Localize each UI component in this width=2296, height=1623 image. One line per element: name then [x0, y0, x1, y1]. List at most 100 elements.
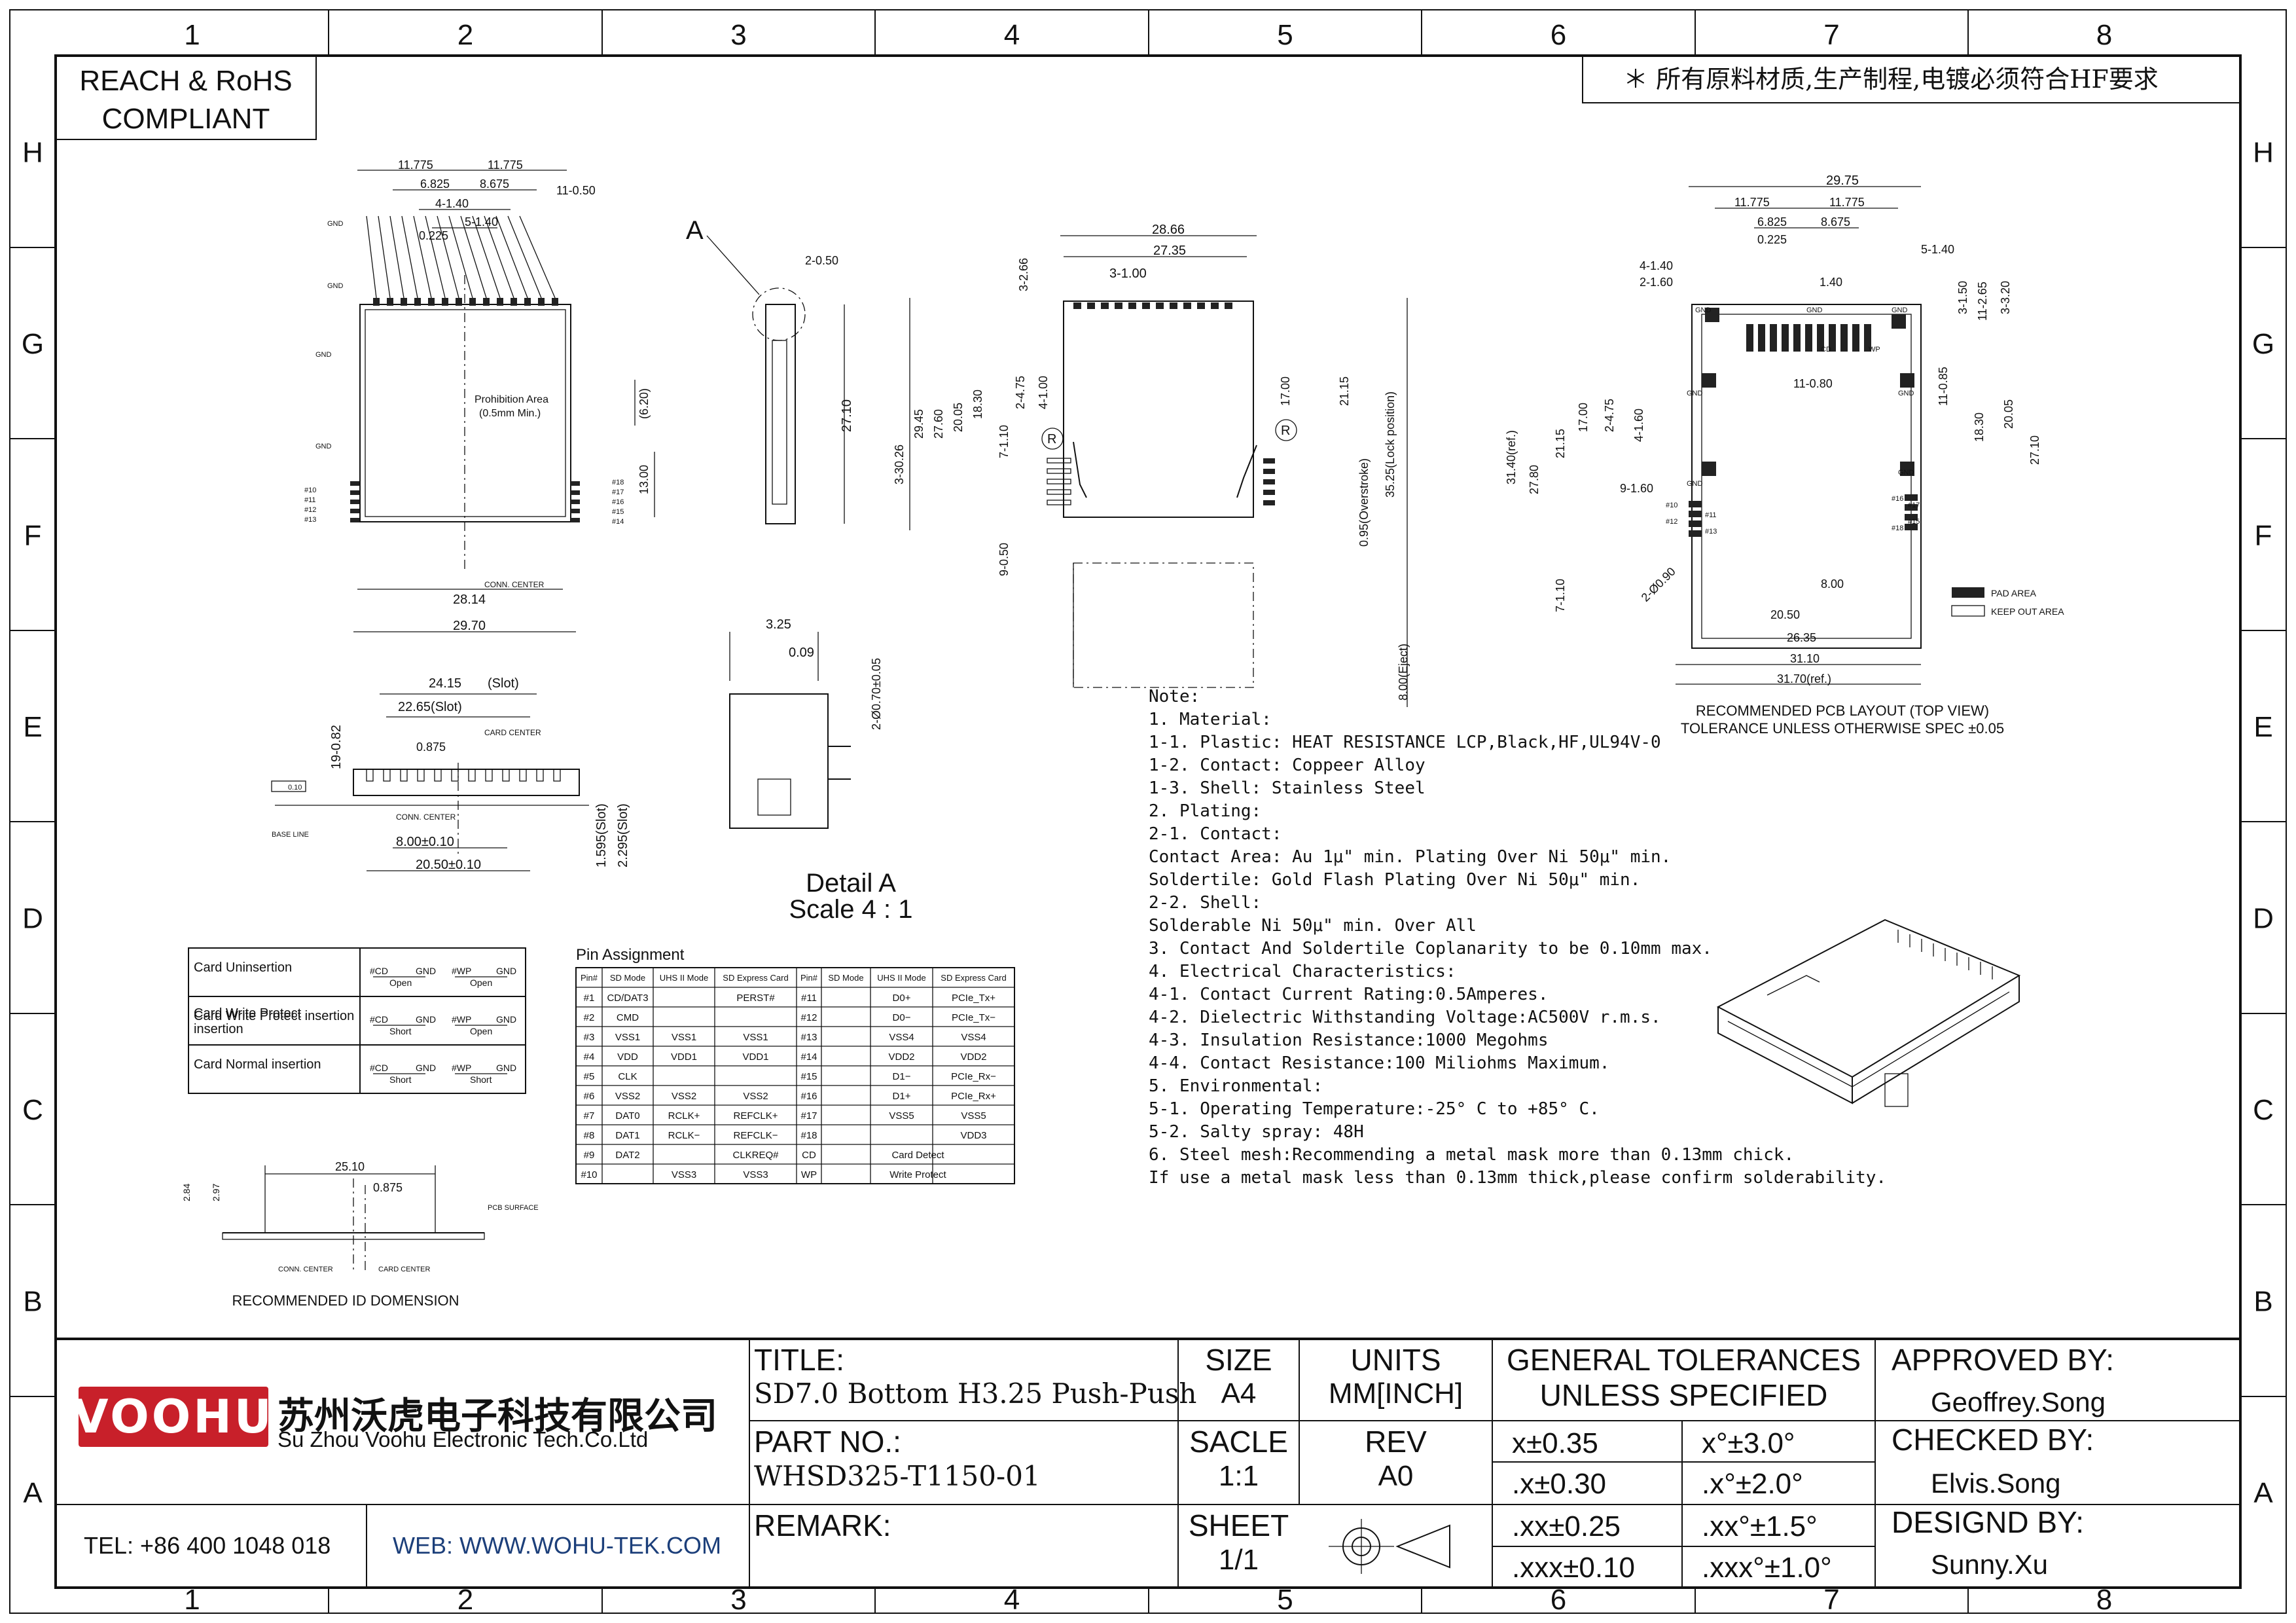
svg-text:7-1.10: 7-1.10	[997, 425, 1011, 458]
note-line-12: 4. Electrical Characteristics:	[1149, 962, 1456, 981]
svg-text:3-1.50: 3-1.50	[1956, 281, 1969, 314]
switch-wp-state-1: Open	[470, 1026, 492, 1036]
svg-text:11-2.65: 11-2.65	[1976, 282, 1989, 321]
title-block-grid	[56, 1338, 2240, 1588]
note-line-14: 4-2. Dielectric Withstanding Voltage:AC5…	[1149, 1008, 1661, 1027]
company-tel: TEL: +86 400 1048 018	[84, 1532, 331, 1559]
switch-row-label-1: Card Write Protect insertion	[194, 1009, 354, 1023]
svg-text:GND: GND	[1687, 390, 1703, 397]
svg-text:#18: #18	[612, 479, 624, 486]
pin-cell: VSS1	[615, 1032, 640, 1043]
hf-note: ＊ 所有原料材质,生产制程,电镀必须符合HF要求	[1623, 65, 2159, 94]
svg-text:19-0.82: 19-0.82	[329, 725, 344, 769]
svg-text:4-1.40: 4-1.40	[435, 197, 469, 210]
note-line-0: Note:	[1149, 687, 1200, 706]
svg-text:28.14: 28.14	[453, 593, 486, 607]
switch-cd-state-1: Short	[389, 1026, 412, 1036]
pin-cell: D1−	[893, 1071, 911, 1082]
pin-cell: VSS2	[615, 1091, 640, 1102]
zone-row-right-H: H	[2253, 137, 2274, 169]
svg-text:11.775: 11.775	[488, 158, 523, 172]
pin-cell: DAT2	[615, 1150, 639, 1161]
svg-text:29.75: 29.75	[1826, 173, 1859, 188]
zone-column-bottom-5: 5	[1277, 1584, 1293, 1616]
side-detail-view: A 2-0.50 27.10	[686, 216, 854, 524]
pin-cell: WP	[801, 1169, 817, 1180]
svg-text:24.15: 24.15	[429, 676, 461, 691]
svg-text:5-1.40: 5-1.40	[1921, 243, 1954, 256]
detail-a-view: 3.25 0.09 2-Ø0.70±0.05 Detail A Scale 4 …	[729, 617, 913, 924]
tolerance-linear-2: .xx±0.25	[1512, 1510, 1621, 1542]
svg-text:9-1.60: 9-1.60	[1620, 482, 1653, 495]
size-label: SIZE	[1205, 1343, 1272, 1377]
pin-cell: Card Detect	[891, 1150, 944, 1161]
remark-label: REMARK:	[754, 1508, 891, 1542]
svg-text:5-1.40: 5-1.40	[465, 215, 498, 228]
zone-row-right-B: B	[2253, 1286, 2272, 1318]
svg-text:BASE LINE: BASE LINE	[272, 831, 309, 839]
zone-column-top-8: 8	[2096, 19, 2112, 51]
pin-header-3: SD Express Card	[723, 973, 788, 983]
svg-text:#15: #15	[612, 508, 624, 516]
svg-text:11-0.50: 11-0.50	[556, 184, 596, 197]
pin-cell: #7	[584, 1110, 595, 1122]
note-line-6: 2-1. Contact:	[1149, 824, 1282, 844]
zone-column-top-7: 7	[1823, 19, 1839, 51]
svg-text:R: R	[1281, 424, 1290, 438]
svg-text:#14: #14	[612, 518, 624, 526]
svg-text:GND: GND	[1687, 480, 1703, 488]
zone-row-left-A: A	[23, 1477, 43, 1509]
pin-cell: VSS4	[889, 1032, 914, 1043]
svg-text:RECOMMENDED ID DOMENSION: RECOMMENDED ID DOMENSION	[232, 1292, 459, 1309]
note-line-21: If use a metal mask less than 0.13mm thi…	[1149, 1168, 1886, 1188]
part-number-value: WHSD325-T1150-01	[754, 1460, 1041, 1492]
svg-text:GND: GND	[1806, 306, 1823, 314]
recommended-id-view: 25.10 0.875 2.84 2.97 PCB SURFACE CONN. …	[181, 1160, 539, 1309]
prohibition-area-label: Prohibition Area	[475, 394, 548, 405]
pin-cell: #17	[800, 1110, 817, 1122]
svg-text:#11: #11	[304, 496, 316, 504]
zone-column-bottom-8: 8	[2096, 1584, 2112, 1616]
svg-text:31.10: 31.10	[1790, 652, 1820, 665]
svg-text:2-Ø0.90: 2-Ø0.90	[1639, 565, 1678, 604]
pin-header-4: Pin#	[800, 973, 818, 983]
svg-text:22.65(Slot): 22.65(Slot)	[398, 700, 462, 714]
svg-text:Pin Assignment: Pin Assignment	[576, 946, 685, 964]
top-view: 11.775 11.775 6.825 8.675 4-1.40 5-1.40 …	[304, 158, 655, 633]
svg-text:GND: GND	[1898, 390, 1914, 397]
pcb-layout-view: 29.75 11.775 11.775 6.825 8.675 0.225 4-…	[1505, 173, 2064, 737]
svg-text:#16: #16	[612, 498, 624, 506]
svg-text:GND: GND	[496, 1063, 516, 1073]
svg-text:#11: #11	[1705, 511, 1717, 519]
svg-text:1.595(Slot): 1.595(Slot)	[594, 803, 609, 867]
svg-text:#WP: #WP	[452, 1063, 471, 1073]
svg-text:20.05: 20.05	[2002, 399, 2015, 429]
pin-cell: #2	[584, 1012, 595, 1023]
svg-text:#16: #16	[1892, 495, 1903, 503]
svg-text:#18: #18	[1892, 524, 1903, 532]
note-line-16: 4-4. Contact Resistance:100 Miliohms Max…	[1149, 1053, 1609, 1073]
svg-text:7-1.10: 7-1.10	[1554, 579, 1567, 612]
pin-cell: #8	[584, 1130, 595, 1141]
zone-row-right-E: E	[2253, 711, 2272, 743]
pin-cell: VDD	[617, 1051, 638, 1063]
switch-row-label-1-line-0: Card Write Protect	[194, 1006, 302, 1021]
pin-header-2: UHS II Mode	[660, 973, 708, 983]
pin-cell: VDD1	[671, 1051, 697, 1063]
svg-text:#10: #10	[1666, 501, 1677, 509]
svg-text:0.09: 0.09	[789, 646, 814, 660]
pin-header-6: UHS II Mode	[877, 973, 925, 983]
zone-column-top-5: 5	[1277, 19, 1293, 51]
svg-text:(Slot): (Slot)	[488, 676, 519, 691]
svg-text:#13: #13	[304, 516, 316, 524]
units-value: MM[INCH]	[1328, 1377, 1463, 1410]
pin-cell: REFCLK−	[734, 1130, 778, 1141]
svg-text:17.00: 17.00	[1577, 403, 1590, 432]
svg-text:0.225: 0.225	[419, 229, 448, 242]
svg-text:RECOMMENDED PCB LAYOUT (TOP VI: RECOMMENDED PCB LAYOUT (TOP VIEW)	[1696, 702, 1989, 719]
svg-text:#12: #12	[1666, 518, 1677, 526]
svg-text:3-1.00: 3-1.00	[1109, 266, 1147, 281]
pin-cell: VSS2	[743, 1091, 768, 1102]
